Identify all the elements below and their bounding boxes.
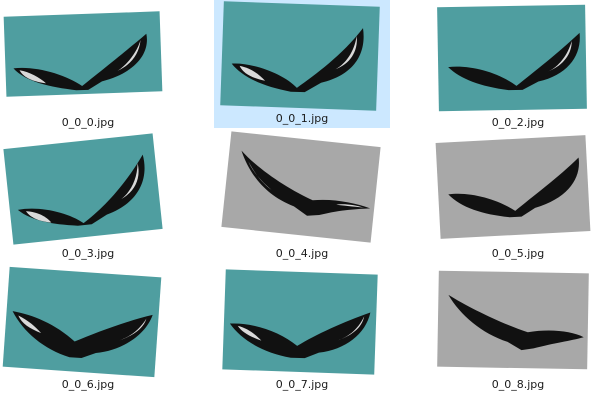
thumbnail: [214, 266, 390, 376]
thumbnail: [0, 133, 176, 245]
thumbnail: [430, 4, 599, 114]
file-item[interactable]: 0_0_2.jpg: [430, 4, 599, 132]
file-item[interactable]: 0_0_3.jpg: [0, 133, 176, 263]
file-item-selected[interactable]: 0_0_1.jpg: [214, 0, 390, 128]
file-name: 0_0_0.jpg: [61, 116, 115, 129]
file-item[interactable]: 0_0_7.jpg: [214, 266, 390, 394]
whale-tail-thumbnail: [435, 135, 591, 239]
file-name: 0_0_5.jpg: [491, 247, 545, 260]
file-name: 0_0_2.jpg: [491, 116, 545, 129]
whale-tail-thumbnail: [3, 11, 163, 97]
thumbnail: [0, 4, 176, 114]
file-name: 0_0_7.jpg: [275, 378, 329, 391]
thumbnail: [214, 131, 390, 245]
thumbnail: [0, 266, 176, 378]
file-name: 0_0_3.jpg: [61, 247, 115, 260]
file-item[interactable]: 0_0_8.jpg: [430, 266, 599, 394]
whale-tail-thumbnail: [2, 266, 162, 378]
file-item[interactable]: 0_0_0.jpg: [0, 4, 176, 132]
whale-tail-thumbnail: [437, 270, 589, 370]
file-name: 0_0_6.jpg: [61, 378, 115, 391]
file-name: 0_0_8.jpg: [491, 378, 545, 391]
whale-tail-thumbnail: [437, 4, 587, 112]
file-name: 0_0_1.jpg: [275, 112, 329, 125]
thumbnail: [430, 266, 599, 376]
thumbnail: [214, 0, 390, 111]
thumbnail: [430, 135, 599, 245]
whale-tail-thumbnail: [3, 133, 163, 245]
file-name: 0_0_4.jpg: [275, 247, 329, 260]
file-item[interactable]: 0_0_4.jpg: [214, 131, 390, 263]
file-item[interactable]: 0_0_6.jpg: [0, 266, 176, 394]
file-item[interactable]: 0_0_5.jpg: [430, 135, 599, 263]
whale-tail-thumbnail: [222, 269, 378, 375]
whale-tail-thumbnail: [220, 1, 380, 111]
whale-tail-thumbnail: [221, 131, 381, 243]
